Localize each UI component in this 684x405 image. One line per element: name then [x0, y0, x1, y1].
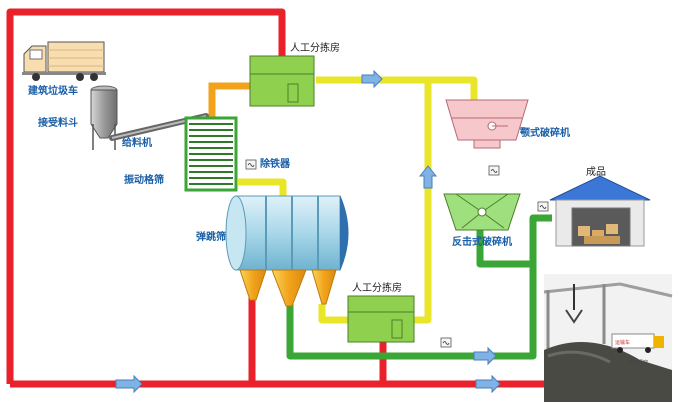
manual-sorting-room-bottom — [347, 295, 415, 343]
warehouse-icon — [549, 175, 651, 247]
truck-icon — [22, 41, 106, 81]
manual-sorting-room-top — [249, 55, 315, 107]
label-bounce-screen: 弹跳筛 — [196, 230, 226, 243]
green-product-line — [286, 214, 552, 360]
diagram-labels: 建筑垃圾车 接受料斗 给料机 振动格筛 除铁器 弹跳筛 人工分拣房 人工分拣房 … — [27, 41, 648, 366]
receiving-hopper-icon — [90, 85, 118, 150]
impact-crusher-icon — [443, 193, 521, 231]
red-return-line — [6, 8, 548, 388]
jaw-crusher-icon — [445, 99, 529, 149]
plant-photo — [543, 274, 673, 402]
label-manual-sorting-bottom: 人工分拣房 — [352, 281, 402, 294]
label-truck-sign: 运输车 — [615, 339, 630, 346]
label-truck: 建筑垃圾车 — [27, 84, 78, 97]
arrow-right-red-2 — [475, 374, 501, 394]
label-plant-sign: 抓斗择窗 — [628, 359, 648, 366]
arrow-right-bottom-green — [473, 346, 497, 366]
label-finished-product: 成品 — [586, 166, 606, 178]
arrow-right-top — [361, 69, 383, 89]
vibrating-screen-icon — [184, 116, 238, 192]
label-iron-remover: 除铁器 — [260, 157, 291, 170]
label-jaw-crusher: 颚式破碎机 — [520, 126, 570, 139]
label-manual-sorting-top: 人工分拣房 — [290, 41, 340, 54]
label-vibrating-screen: 振动格筛 — [124, 173, 164, 186]
flow-arrows — [115, 69, 501, 394]
label-receiving-hopper: 接受料斗 — [38, 116, 78, 129]
arrow-right-red-1 — [115, 374, 143, 394]
arrow-up-mid — [418, 165, 438, 189]
bounce-screen-icon — [225, 195, 349, 307]
label-impact-crusher: 反击式破碎机 — [452, 235, 512, 248]
orange-pipe — [208, 82, 250, 118]
label-feeder: 给料机 — [122, 136, 152, 149]
